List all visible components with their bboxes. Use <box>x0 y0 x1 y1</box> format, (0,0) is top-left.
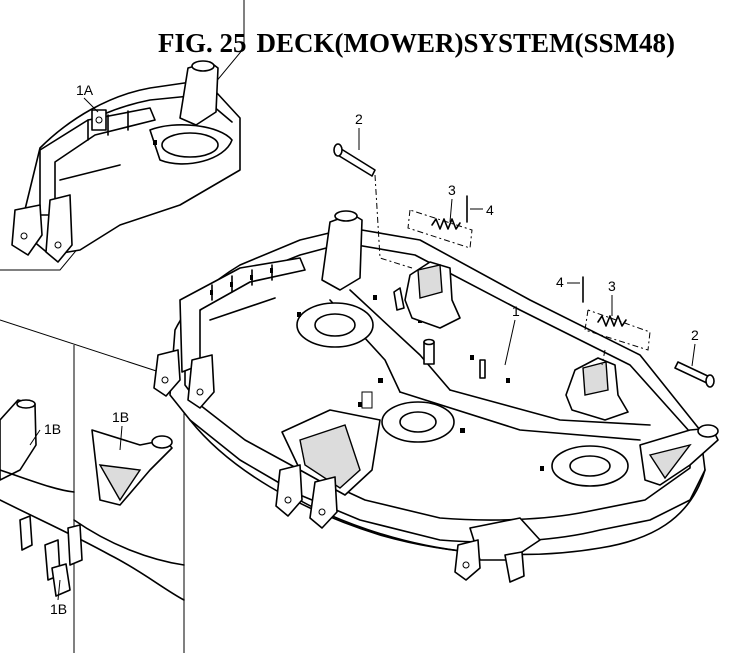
lift-block-left-face <box>417 264 443 299</box>
deck-hitch-left-b <box>187 354 215 409</box>
deck-bolt <box>250 275 253 280</box>
inset-1a-hitch-hole-left <box>20 232 28 240</box>
inset-1a-spindle-opening <box>149 124 233 165</box>
deck-hitch-front-b-hole <box>318 508 326 516</box>
deck-hitch-front-right-a <box>454 539 481 581</box>
lift-hardware-right <box>565 276 715 421</box>
inset-1a-tab <box>91 109 107 131</box>
deck-bolt <box>373 295 377 300</box>
lift-hardware-left <box>333 143 473 329</box>
deck-right-lift-bracket-top <box>697 424 719 438</box>
inset-1a-bracket-ribs <box>87 110 129 141</box>
inset-1b-hitch-a <box>19 515 33 551</box>
deck-rear-channel <box>399 389 651 441</box>
deck-spindle-center-hole <box>399 411 437 433</box>
figure-title: FIG. 25 DECK(MOWER)SYSTEM(SSM48) <box>158 28 675 59</box>
deck-hitch-front-right-b <box>504 551 525 583</box>
callout-1b-upper-leader <box>29 429 41 446</box>
callout-2-right-leader <box>691 343 696 367</box>
spring-left <box>431 218 461 230</box>
callout-1b-right: 1B <box>112 409 129 425</box>
pivot-pin-left-head <box>333 143 343 157</box>
deck-small-clip <box>393 287 405 311</box>
inset-1a-hitch-hole-right <box>54 241 62 249</box>
deck-hitch-front-a-hole <box>284 496 292 504</box>
deck-bolt <box>506 378 510 383</box>
callout-1b-lower-leader <box>57 579 61 601</box>
deck-small-fitting <box>361 391 373 409</box>
deck-spindle-center <box>381 401 455 443</box>
deck-spindle-right-hole <box>569 455 611 477</box>
deck-hitch-front-right-a-hole <box>462 561 470 569</box>
deck-bolt <box>378 378 383 383</box>
callout-3-right: 3 <box>608 278 616 294</box>
callout-2-left: 2 <box>355 111 363 127</box>
deck-bolt <box>358 402 362 407</box>
dashed-leader-right <box>601 349 606 366</box>
main-deck <box>153 210 719 583</box>
inset-1a: 1A <box>0 0 245 271</box>
figure-name: DECK(MOWER)SYSTEM(SSM48) <box>256 28 676 58</box>
deck-hitch-front-a <box>275 464 303 517</box>
callout-4-right: 4 <box>556 274 564 290</box>
deck-pin-stud <box>479 359 486 379</box>
deck-spindle-left-hole <box>314 313 356 337</box>
deck-bolt <box>270 268 273 273</box>
callout-3-left: 3 <box>448 182 456 198</box>
deck-bolt <box>230 282 233 287</box>
inset-1b-hitch-c <box>67 524 83 566</box>
inset-1a-spindle-hole <box>161 132 219 158</box>
dashed-box-right <box>584 309 651 351</box>
inset-1a-bolt <box>153 140 157 145</box>
inset-1b-right-bracket-shade <box>98 464 142 502</box>
figure-number: FIG. 25 <box>158 28 247 58</box>
deck-right-lift-bracket-shade <box>648 443 692 480</box>
callout-1a: 1A <box>76 82 94 98</box>
inset-1a-hitch-left <box>11 204 43 256</box>
callouts: 1 2 2 3 3 4 4 <box>355 111 699 367</box>
pivot-pin-right-head <box>705 374 715 388</box>
callout-1b-lower: 1B <box>50 601 67 617</box>
callout-1-leader <box>504 319 516 366</box>
callout-3-left-leader <box>449 198 453 223</box>
deck-bolt <box>470 355 474 360</box>
inset-1b-deck-rim <box>73 519 185 566</box>
lift-block-right-face <box>582 361 609 396</box>
inset-1b-hitch-d <box>51 563 71 597</box>
inset-1a-tab-hole <box>95 116 103 124</box>
deck-bolt <box>460 428 465 433</box>
callout-1a-leader <box>83 97 99 113</box>
deck-left-rear-post <box>321 213 363 291</box>
deck-bolt <box>210 290 213 295</box>
deck-left-slot <box>209 297 276 321</box>
deck-hitch-left-a <box>153 349 181 397</box>
inset-1b-left-rim <box>0 469 75 493</box>
deck-bolt <box>540 466 544 471</box>
callout-1b-right-leader <box>119 425 123 451</box>
inset-1a-rear-post-top <box>191 60 215 72</box>
deck-pivot-post-top <box>423 338 435 346</box>
deck-spindle-left <box>296 302 374 348</box>
inset-1b-deck-edge <box>0 499 185 601</box>
callout-2-right: 2 <box>691 327 699 343</box>
deck-bolt <box>297 312 301 317</box>
inset-1b-left-post <box>0 399 37 481</box>
deck-left-rear-post-top <box>334 210 358 222</box>
inset-1a-slot <box>59 164 121 181</box>
inset-1b-right-bracket-top <box>151 435 173 449</box>
deck-hitch-left-a-hole <box>161 376 169 384</box>
callout-1b-upper: 1B <box>44 421 61 437</box>
deck-spindle-right <box>551 445 629 487</box>
callout-4-left: 4 <box>486 202 494 218</box>
inset-1b-left-post-top <box>16 399 36 409</box>
spring-right <box>597 315 627 327</box>
callout-1: 1 <box>512 303 520 319</box>
inset-1a-deck-body <box>19 79 241 256</box>
inset-1a-hitch-right <box>45 194 73 263</box>
deck-front-center-bracket-shade <box>299 424 361 489</box>
deck-hitch-front-b <box>309 476 338 529</box>
deck-hitch-left-b-hole <box>196 388 204 396</box>
